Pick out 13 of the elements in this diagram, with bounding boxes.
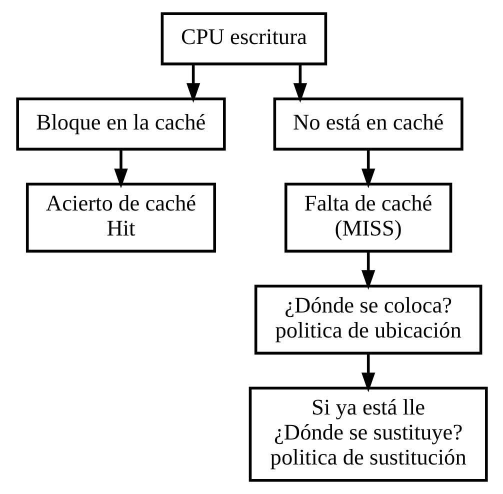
- node-box: Acierto de caché Hit: [25, 182, 216, 253]
- node-box: CPU escritura: [160, 12, 327, 66]
- arrow: [186, 64, 200, 103]
- node-box: Bloque en la caché: [16, 97, 226, 151]
- node-box: ¿Dónde se coloca? politica de ubicación: [254, 284, 482, 355]
- node-box: No está en caché: [272, 97, 463, 151]
- node-box: Falta de caché (MISS): [284, 182, 452, 253]
- arrow: [114, 150, 128, 188]
- arrow: [360, 252, 375, 290]
- node-box: Si ya está lle ¿Dónde se sustituye? politica de sustitución: [248, 386, 488, 482]
- arrow: [360, 150, 375, 188]
- arrow: [292, 64, 307, 103]
- arrow: [360, 353, 375, 392]
